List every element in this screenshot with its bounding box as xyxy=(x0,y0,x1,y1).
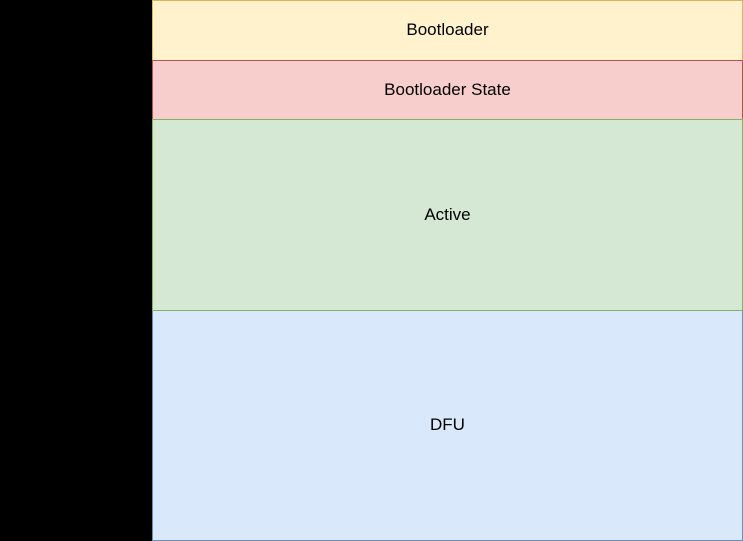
section-active-label: Active xyxy=(424,204,471,224)
section-active: Active xyxy=(152,119,743,311)
left-black-panel xyxy=(0,0,152,541)
section-bootloader-state-label: Bootloader State xyxy=(384,79,511,99)
section-bootloader: Bootloader xyxy=(152,0,743,61)
section-bootloader-label: Bootloader xyxy=(406,20,489,40)
memory-sections-stack: Bootloader Bootloader State Active DFU xyxy=(152,0,743,541)
section-dfu: DFU xyxy=(152,310,743,541)
section-bootloader-state: Bootloader State xyxy=(152,60,743,120)
section-dfu-label: DFU xyxy=(430,415,465,435)
